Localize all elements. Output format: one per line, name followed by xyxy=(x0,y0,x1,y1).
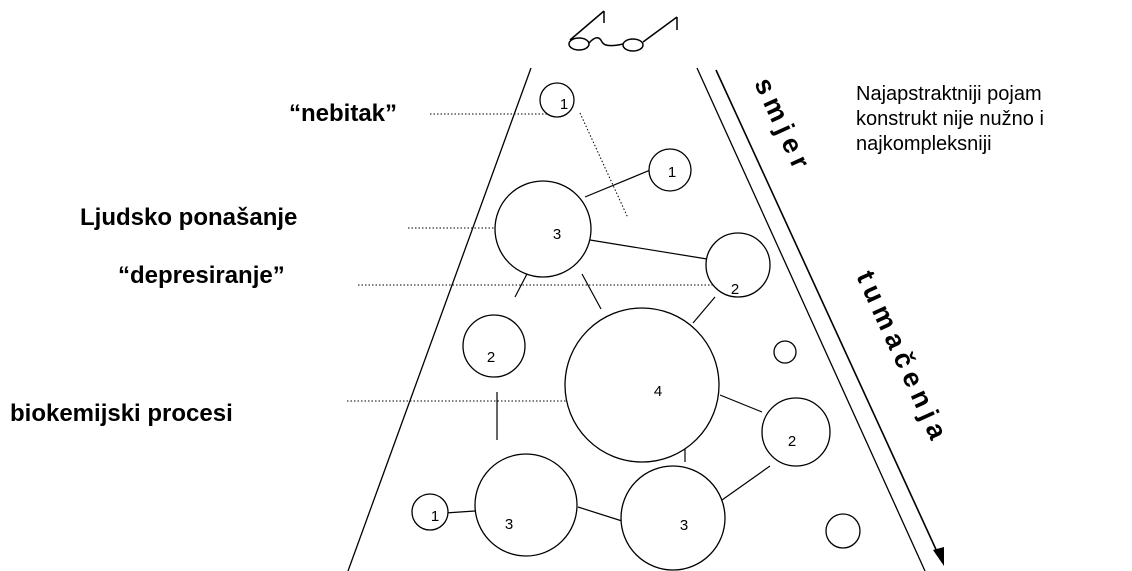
node-circle-3-botmid xyxy=(620,465,726,571)
leader-nebitak-diagonal xyxy=(579,112,629,219)
note-line: najkompleksniji xyxy=(856,133,992,155)
label-nebitak: “nebitak” xyxy=(289,100,398,127)
circle-label: 1 xyxy=(431,508,439,525)
node-circle-3-top xyxy=(494,180,592,278)
arrow-text-tumacenja: tumačenja xyxy=(851,266,956,449)
node-circle-2-left xyxy=(462,314,526,378)
circle-label: 3 xyxy=(680,517,688,534)
circle-label: 2 xyxy=(788,433,796,450)
node-circle-1b xyxy=(648,148,692,192)
note-line: konstrukt nije nužno i xyxy=(856,108,1044,130)
circle-label: 4 xyxy=(654,383,662,400)
explanatory-note: Najapstraktniji pojam konstrukt nije nuž… xyxy=(856,82,1044,157)
circle-label: 2 xyxy=(731,281,739,298)
label-ljudsko-ponasanje: Ljudsko ponašanje xyxy=(80,204,298,231)
node-circle-4 xyxy=(564,307,720,463)
circle-label: 3 xyxy=(553,226,561,243)
cone-left-edge xyxy=(347,67,532,571)
label-biokemijski-procesi: biokemijski procesi xyxy=(10,400,233,427)
label-depresiranje: “depresiranje” xyxy=(118,262,285,289)
connector-line xyxy=(721,465,771,501)
node-circle-1a xyxy=(539,82,575,118)
node-circle-3-botleft xyxy=(474,453,578,557)
node-circle-1-bot xyxy=(411,493,449,531)
connector-line xyxy=(581,273,602,310)
glasses-icon xyxy=(568,10,678,52)
circle-label: 1 xyxy=(560,96,568,113)
direction-arrow xyxy=(715,69,944,566)
cone-right-edge xyxy=(696,67,926,571)
connector-line xyxy=(444,510,476,514)
circle-label: 2 xyxy=(487,349,495,366)
connector-line xyxy=(589,239,708,260)
node-circle-small-2 xyxy=(825,513,861,549)
connector-line xyxy=(514,271,529,298)
connector-line xyxy=(719,394,763,413)
node-circle-2-right xyxy=(705,232,771,298)
connector-line xyxy=(577,506,623,522)
node-circle-small-1 xyxy=(773,340,797,364)
connector-line xyxy=(584,165,661,198)
note-line: Najapstraktniji pojam xyxy=(856,83,1042,105)
circle-label: 1 xyxy=(668,164,676,181)
circle-label: 3 xyxy=(505,516,513,533)
node-circle-2-lowright xyxy=(761,397,831,467)
connector-line xyxy=(692,296,716,324)
